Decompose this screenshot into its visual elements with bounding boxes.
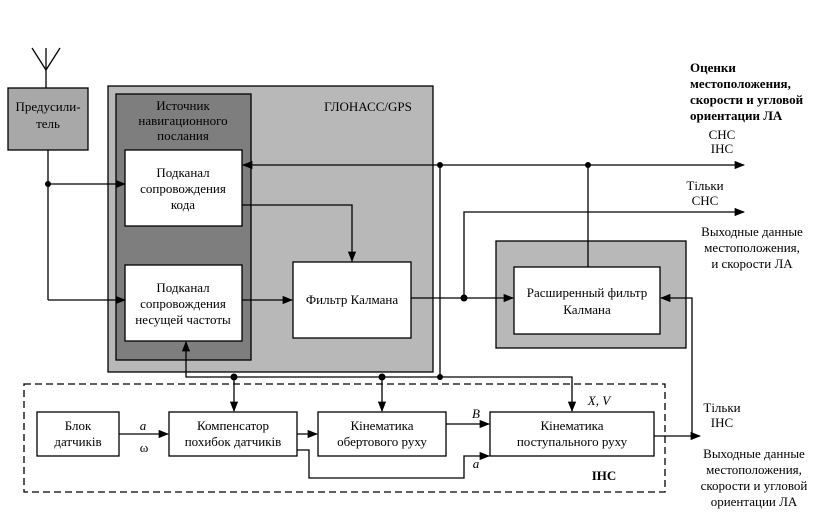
estimates-label-4: ориентации ЛА xyxy=(690,108,783,123)
ins-label: ІНС xyxy=(592,468,617,483)
compensator-label-1: Компенсатор xyxy=(197,418,269,433)
out-full-label-2: местоположения, xyxy=(706,462,802,477)
nav-source-label-2: навигационного xyxy=(138,113,227,128)
only-snc-label-2: СНС xyxy=(692,193,719,208)
trans-kin-label-1: Кінематика xyxy=(540,418,603,433)
symbol-omega: ω xyxy=(140,440,149,455)
glonass-gps-label: ГЛОНАСС/GPS xyxy=(324,99,412,114)
kalman-filter-block xyxy=(292,261,412,339)
out-pos-vel-label-2: местоположения, xyxy=(704,240,800,255)
rot-kin-label-1: Кінематика xyxy=(350,418,413,433)
out-pos-vel-label-1: Выходные данные xyxy=(701,224,803,239)
trans-kin-label-2: поступального руху xyxy=(517,434,628,449)
out-full-label-3: скорости и угловой xyxy=(701,478,808,493)
symbol-B: B xyxy=(472,406,480,421)
sensors-block xyxy=(36,411,120,457)
out-full-label-1: Выходные данные xyxy=(703,446,805,461)
snc-ins-label-2: ІНС xyxy=(711,141,733,156)
ekf-label-2: Калмана xyxy=(563,302,611,317)
kalman-filter-label: Фильтр Калмана xyxy=(306,292,398,307)
code-channel-label-3: кода xyxy=(171,197,195,212)
estimates-label-3: скорости и угловой xyxy=(690,92,804,107)
antenna-icon xyxy=(31,47,61,88)
carrier-channel-label-1: Подканал xyxy=(156,280,210,295)
estimates-label-2: местоположения, xyxy=(690,76,791,91)
sensors-label-1: Блок xyxy=(65,418,92,433)
symbol-X-V: X, V xyxy=(587,393,612,408)
carrier-channel-label-3: несущей частоты xyxy=(135,312,231,327)
nav-source-label-1: Источник xyxy=(156,98,210,113)
code-tracking-subchannel xyxy=(124,149,243,227)
rot-kin-label-2: обертового руху xyxy=(337,434,427,449)
preamp-label-2: тель xyxy=(36,116,60,131)
compensator-label-2: похибок датчиків xyxy=(185,434,282,449)
extended-kalman-filter-block xyxy=(513,266,661,335)
code-channel-label-2: сопровождения xyxy=(140,181,226,196)
symbol-a-trans: a xyxy=(473,456,480,471)
only-ins-label-1: Тільки xyxy=(703,400,740,415)
out-full-label-4: ориентации ЛА xyxy=(711,494,798,509)
symbol-a-sensors: a xyxy=(140,418,147,433)
only-snc-label-1: Тільки xyxy=(686,178,723,193)
preamp-label-1: Предусили- xyxy=(15,99,80,114)
only-ins-label-2: ІНС xyxy=(711,415,733,430)
ekf-label-1: Расширенный фильтр xyxy=(527,285,648,300)
code-channel-label-1: Подканал xyxy=(156,165,210,180)
translational-kinematics-block xyxy=(489,411,655,457)
sensors-label-2: датчиків xyxy=(54,434,101,449)
carrier-tracking-subchannel xyxy=(124,264,243,342)
nav-source-label-3: послания xyxy=(157,128,209,143)
snc-ins-label-1: СНС xyxy=(709,127,736,142)
estimates-label-1: Оценки xyxy=(690,60,736,75)
out-pos-vel-label-3: и скорости ЛА xyxy=(711,256,793,271)
carrier-channel-label-2: сопровождения xyxy=(140,296,226,311)
junction-dots xyxy=(45,162,591,381)
